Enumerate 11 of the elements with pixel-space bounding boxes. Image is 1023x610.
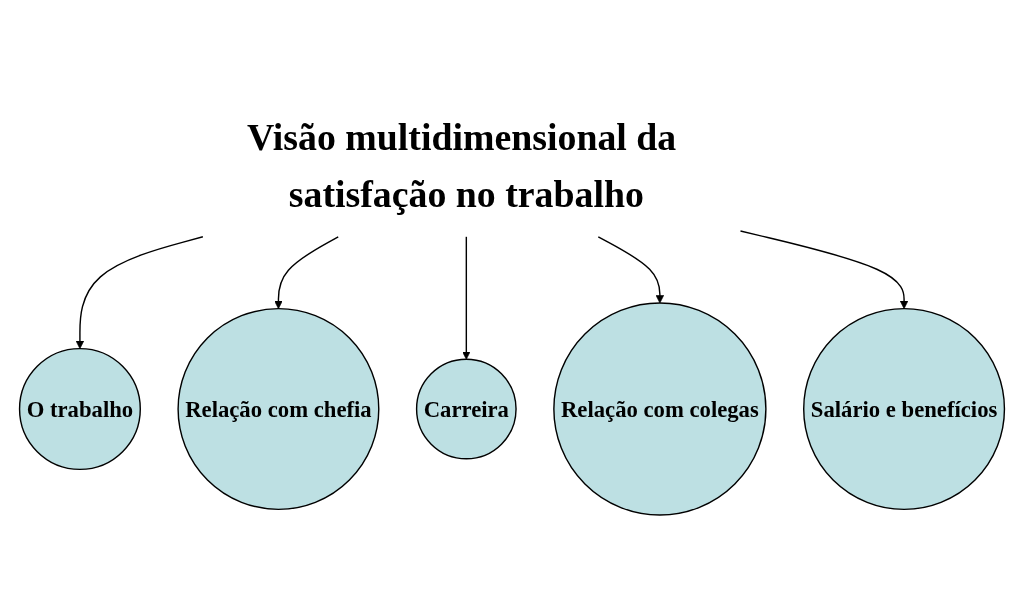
node-text: Visão multidimensional da satisfação no trabalho: [246, 115, 676, 216]
arrow: [739, 230, 908, 309]
arrow: [597, 236, 664, 304]
node-circle: Relação com colegas: [552, 302, 767, 516]
arrow: [461, 236, 470, 360]
node-circle: Salário e benefícios: [802, 307, 1005, 511]
node-circle: O trabalho: [18, 347, 141, 471]
node-circle: Relação com chefia: [176, 307, 379, 511]
node-circle: Carreira: [415, 358, 517, 460]
arrow: [273, 236, 339, 310]
arrow: [75, 236, 204, 349]
